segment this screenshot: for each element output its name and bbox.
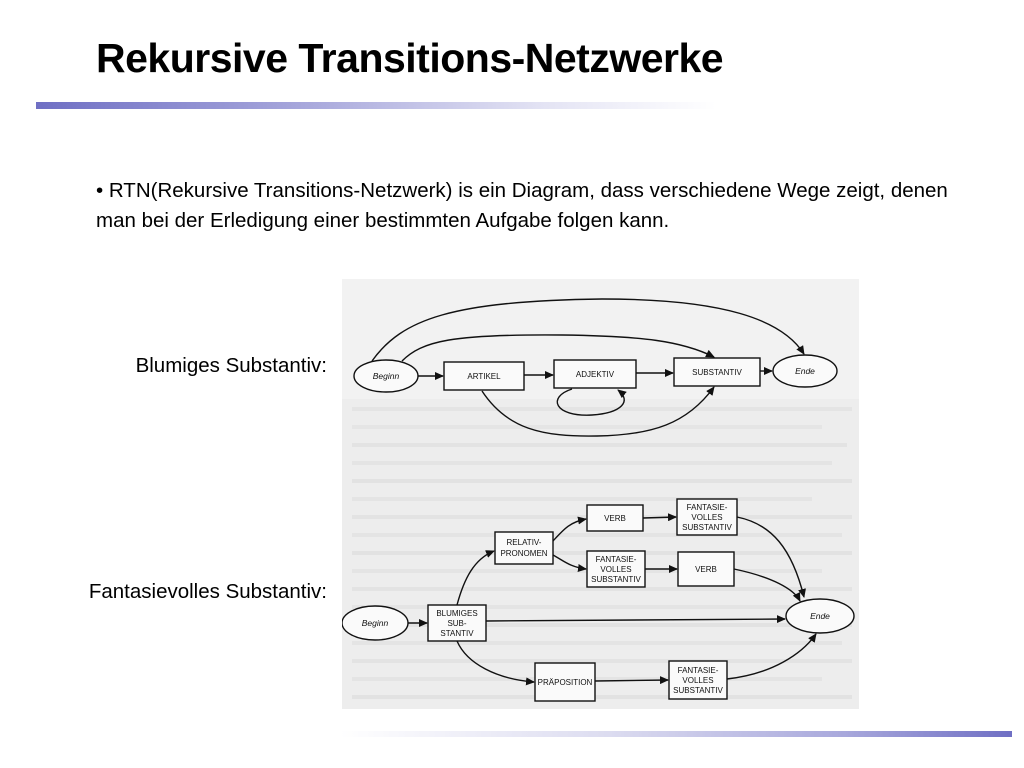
node-fantasie-mid-line1: FANTASIE- [596,555,637,564]
node-fantasie-bottom-line1: FANTASIE- [678,666,719,675]
node-substantiv [673,357,761,387]
node-fantasie-top-line2: VOLLES [691,513,722,522]
node-adjektiv-label: ADJEKTIV [576,370,615,379]
node-blumiges-line3: STANTIV [440,629,474,638]
node-artikel [443,361,525,391]
node-adjektiv [553,359,637,389]
bullet-text: • RTN(Rekursive Transitions-Netzwerk) is… [96,179,948,232]
node-fantasie-mid-line2: VOLLES [600,565,631,574]
node-fantasie-top-line1: FANTASIE- [687,503,728,512]
node-fantasievolles-bottom [668,660,728,700]
node-artikel-label: ARTIKEL [467,372,501,381]
node-ende-1 [772,354,838,388]
node-fantasie-mid-line3: SUBSTANTIV [591,575,641,584]
node-verb-mid [677,551,735,587]
node-fantasievolles-mid [586,550,646,588]
node-blumiges-substantiv [427,604,487,642]
rtn-blumiges-substantiv: Beginn ARTIKEL ADJEKTIV SUBSTANTIV Ende [353,298,838,437]
node-fantasie-top-line3: SUBSTANTIV [682,523,732,532]
node-verb-top-label: VERB [604,514,626,523]
node-beginn-2-label: Beginn [362,618,389,628]
node-relativ-line1: RELATIV- [507,538,542,547]
node-relativ-line2: PRONOMEN [500,549,547,558]
node-verb-mid-label: VERB [695,565,717,574]
node-fantasievolles-top [676,498,738,536]
rtn-scanned-figure: Beginn ARTIKEL ADJEKTIV SUBSTANTIV Ende [342,279,859,709]
bottom-underline [340,731,1012,737]
rtn-diagram: Beginn ARTIKEL ADJEKTIV SUBSTANTIV Ende [342,298,859,709]
rtn-fantasievolles-substantiv: Beginn BLUMIGES SUB- STANTIV RELATIV- PR… [342,498,855,702]
node-ende-2 [785,598,855,634]
title-underline [36,102,716,109]
node-fantasie-bottom-line2: VOLLES [682,676,713,685]
node-relativpronomen [494,531,554,565]
node-blumiges-line2: SUB- [447,619,466,628]
node-substantiv-label: SUBSTANTIV [692,368,742,377]
node-praeposition-label: PRÄPOSITION [538,678,593,687]
slide-title: Rekursive Transitions-Netzwerke [96,35,724,81]
node-ende-1-label: Ende [795,366,815,376]
node-ende-2-label: Ende [810,611,830,621]
node-praeposition [534,662,596,702]
node-fantasie-bottom-line3: SUBSTANTIV [673,686,723,695]
label-blumiges-substantiv: Blumiges Substantiv: [135,354,327,377]
label-fantasievolles-substantiv: Fantasievolles Substantiv: [88,580,327,603]
node-blumiges-line1: BLUMIGES [436,609,477,618]
node-beginn-1-label: Beginn [373,371,400,381]
